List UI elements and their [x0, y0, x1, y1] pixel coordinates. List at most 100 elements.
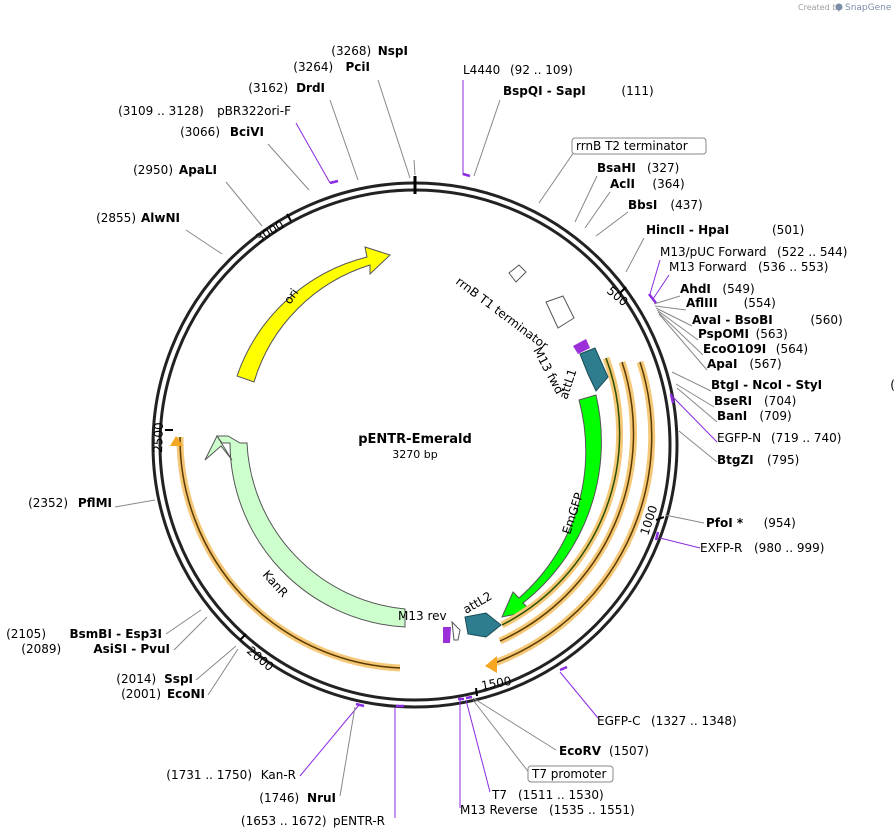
site-pos-right: (954)	[764, 516, 796, 530]
connector-right	[655, 307, 693, 327]
site-pos-left: (2105)	[6, 627, 46, 641]
site-label-right: BbsI	[628, 198, 657, 212]
connector-left	[195, 645, 237, 681]
site-pos-left: (2001)	[121, 687, 161, 701]
attl2-feature[interactable]	[464, 612, 502, 638]
site-pos-right: (549)	[722, 282, 754, 296]
kanr-head	[204, 434, 233, 461]
site-label-right: EcoO109I	[703, 342, 766, 356]
site-pos-right: (92 .. 109)	[510, 63, 573, 77]
ori-feature[interactable]	[236, 246, 391, 383]
connector-right	[675, 383, 715, 408]
connector-left	[173, 616, 208, 651]
connector-right	[657, 311, 704, 356]
site-pos-right: (501)	[772, 223, 804, 237]
site-label-left: SspI	[164, 672, 193, 686]
tick-500	[619, 286, 627, 294]
connector-right	[472, 699, 531, 775]
tick-label-1500: 1500	[480, 674, 513, 693]
site-label-right: AflIII	[686, 296, 718, 310]
site-label-right: AhdI	[680, 282, 711, 296]
connector-left	[295, 122, 331, 184]
site-pos-right: (980 .. 999)	[754, 541, 824, 555]
small-feature	[451, 620, 461, 641]
feature-label-box	[571, 137, 707, 155]
attl2-label: attL2	[461, 589, 495, 617]
connector-left	[413, 159, 416, 176]
site-pos-left: (2352)	[28, 496, 68, 510]
connector-right	[595, 211, 629, 237]
primer-mark	[355, 702, 365, 708]
connector-right	[678, 430, 718, 463]
site-pos-right: (554)	[744, 296, 776, 310]
connector-right	[676, 387, 718, 423]
m13fwd-label: M13 fwd	[530, 345, 566, 397]
plasmid-name: pENTR-Emerald	[358, 432, 472, 447]
connector-right	[671, 371, 712, 392]
watermark-text: Created by	[798, 3, 842, 12]
site-label-right: BanI	[717, 409, 747, 423]
site-pos-left: (3268)	[331, 44, 371, 58]
site-pos-right: (564)	[776, 342, 808, 356]
rrnb-t2-feature[interactable]	[508, 264, 527, 283]
connector-right	[559, 671, 599, 719]
connector-right	[574, 175, 598, 223]
site-pos-left: (1653 .. 1672)	[241, 814, 327, 828]
plasmid-size: 3270 bp	[392, 448, 437, 461]
connector-right	[538, 151, 575, 204]
site-label-right: BsaHI	[597, 161, 636, 175]
connector-right	[649, 259, 661, 295]
site-label-right: AclI	[610, 177, 635, 191]
watermark-brand: SnapGene	[845, 3, 892, 13]
primer-marks	[329, 172, 675, 708]
connector-right	[472, 697, 557, 751]
connector-left	[377, 79, 411, 179]
site-pos-right: (567)	[749, 357, 781, 371]
site-label-right: BtgI - NcoI - StyI	[711, 378, 822, 392]
connector-right	[653, 295, 681, 305]
m13rev-feature[interactable]	[443, 627, 451, 643]
attl1-feature[interactable]	[579, 347, 609, 392]
orf-arc-1-line	[501, 357, 621, 626]
connector-right	[584, 191, 611, 229]
connector-right	[659, 537, 701, 549]
connector-right	[670, 394, 718, 443]
site-pos-left: (2855)	[96, 211, 136, 225]
primer-mark	[559, 665, 568, 672]
site-pos-left: (1731 .. 1750)	[166, 768, 252, 782]
site-pos-left: (3109 .. 3128)	[118, 104, 204, 118]
site-pos-right: (437)	[670, 198, 702, 212]
connector-left	[339, 706, 356, 797]
connector-lines	[114, 79, 718, 818]
labels-right: L4440(92 .. 109)BspQI - SapI(111)rrnB T2…	[460, 63, 895, 817]
site-label-right: EcoRV	[559, 744, 602, 758]
orf-arc-3-line	[491, 361, 653, 665]
site-label-right: EGFP-N	[717, 431, 761, 445]
connector-right	[625, 237, 645, 273]
feature-label-box	[527, 765, 614, 783]
site-label-right: M13 Forward	[669, 260, 747, 274]
site-pos-right: (1507)	[609, 744, 649, 758]
orf-arc-2-line	[499, 361, 635, 642]
primer-mark	[651, 297, 657, 304]
site-pos-right: (709)	[759, 409, 791, 423]
site-label-right: BtgZI	[717, 453, 754, 467]
connector-right	[656, 309, 699, 341]
site-label-left: NruI	[307, 791, 336, 805]
snapgene-logo-icon	[835, 3, 843, 11]
site-label-right: PfoI *	[706, 516, 744, 530]
rrnb-t1-label: rrnB T1 terminator	[453, 274, 551, 352]
site-pos-left: (2014)	[116, 672, 156, 686]
rrnb-t1-feature[interactable]	[545, 295, 575, 329]
site-pos-right: (536 .. 553)	[758, 260, 828, 274]
site-pos-right: (1327 .. 1348)	[651, 714, 737, 728]
m13fwd-feature[interactable]	[573, 339, 590, 354]
site-pos-right: (795)	[767, 453, 799, 467]
orf-arc-left-line	[179, 436, 401, 669]
site-label-left: BciVI	[230, 125, 264, 139]
emgfp-feature[interactable]	[501, 394, 602, 618]
labels-left: NspI(3268)PciI(3264)DrdI(3162)pBR322ori-…	[6, 44, 408, 828]
tick-1500	[475, 687, 478, 697]
site-pos-right: (111)	[621, 84, 653, 98]
primer-mark	[465, 695, 473, 700]
